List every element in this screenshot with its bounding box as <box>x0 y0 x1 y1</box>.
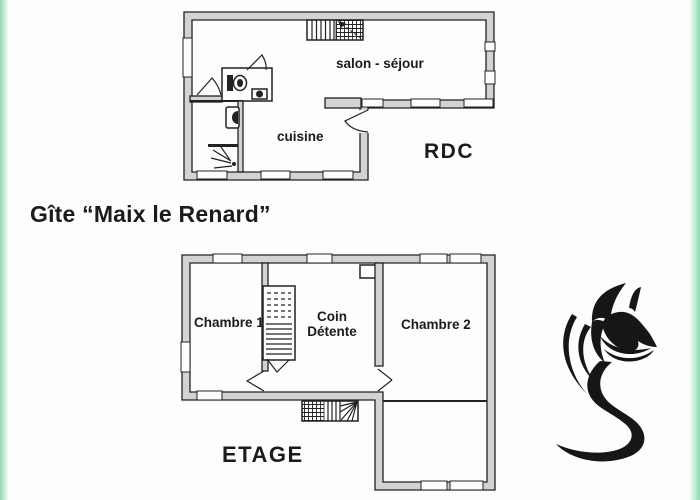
door-swing-icon <box>246 54 267 71</box>
door-swing-icon <box>266 358 290 373</box>
rdc-floorplan <box>182 11 496 181</box>
door-swing-icon <box>196 77 222 96</box>
window-markers <box>182 37 496 180</box>
room-label-chambre2: Chambre 2 <box>401 317 471 332</box>
door-swing-icon <box>344 109 369 133</box>
room-label-coin-detente: Coin Détente <box>307 309 357 339</box>
floor-label-rdc: RDC <box>424 140 474 163</box>
shelf-line <box>208 144 238 147</box>
door-swing-icon <box>245 370 265 392</box>
window-markers <box>180 253 484 491</box>
stairs-icon <box>262 285 296 361</box>
gite-title: Gîte “Maix le Renard” <box>30 201 271 227</box>
door-swing-icon <box>377 368 393 392</box>
room-label-chambre1: Chambre 1 <box>194 315 264 330</box>
etage-floorplan <box>180 253 496 491</box>
sink-icon <box>251 88 268 100</box>
fox-logo <box>556 283 657 462</box>
toilet-icon <box>227 74 248 92</box>
shower-icon <box>210 146 236 169</box>
bathroom <box>221 54 273 102</box>
room-label-cuisine: cuisine <box>277 129 324 144</box>
floor-label-etage: ETAGE <box>222 442 304 467</box>
shower-room <box>190 100 244 173</box>
sink-icon <box>225 106 240 129</box>
stairs-icon <box>306 19 364 41</box>
room-label-salon: salon - séjour <box>336 56 424 71</box>
stairs-icon <box>301 400 359 422</box>
